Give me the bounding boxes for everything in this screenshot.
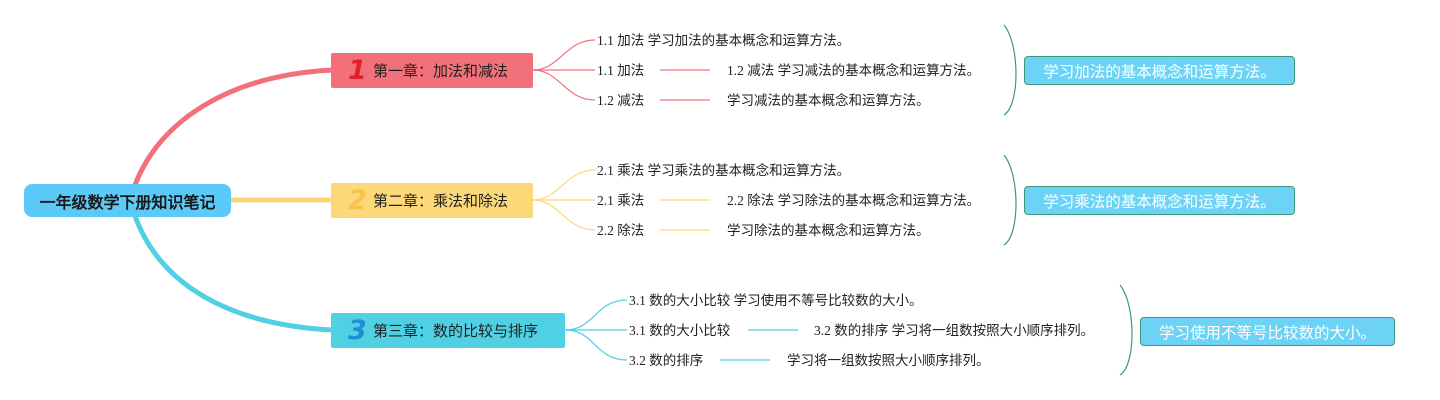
chapter-1-title: 第一章：加法和减法 (373, 63, 509, 80)
chapter-3-summary[interactable]: 学习使用不等号比较数的大小。 (1140, 317, 1395, 346)
chapter-1-summary[interactable]: 学习加法的基本概念和运算方法。 (1024, 56, 1295, 85)
chapter-2-item-5[interactable]: 学习除法的基本概念和运算方法。 (727, 223, 930, 238)
chapter-3-node[interactable]: 3 第三章：数的比较与排序 (331, 313, 565, 348)
chapter-3-title: 第三章：数的比较与排序 (373, 323, 539, 340)
branch-1 (132, 67, 334, 186)
chapter-3-item-3[interactable]: 3.2 数的排序 学习将一组数按照大小顺序排列。 (814, 323, 1095, 338)
chapter-2-title: 第二章：乘法和除法 (373, 193, 509, 210)
chapter-1-item-2[interactable]: 1.1 加法 (597, 63, 645, 78)
summary-brackets (1003, 24, 1133, 376)
chapter-1-item-1[interactable]: 1.1 加法 学习加法的基本概念和运算方法。 (597, 33, 851, 48)
chapter-2-summary[interactable]: 学习乘法的基本概念和运算方法。 (1024, 186, 1295, 215)
chapter-3-number: 3 (348, 315, 367, 346)
chapter-2-links (532, 169, 710, 231)
chapter-2-item-1[interactable]: 2.1 乘法 学习乘法的基本概念和运算方法。 (597, 163, 851, 178)
chapter-2-item-3[interactable]: 2.2 除法 学习除法的基本概念和运算方法。 (727, 193, 981, 208)
root-topic[interactable]: 一年级数学下册知识笔记 (24, 184, 231, 217)
branch-3 (132, 215, 334, 333)
root-title: 一年级数学下册知识笔记 (39, 194, 216, 212)
chapter-1-node[interactable]: 1 第一章：加法和减法 (331, 53, 533, 88)
chapter-2-item-2[interactable]: 2.1 乘法 (597, 193, 645, 208)
chapter-3-item-1[interactable]: 3.1 数的大小比较 学习使用不等号比较数的大小。 (629, 293, 923, 308)
chapter-2-node[interactable]: 2 第二章：乘法和除法 (331, 183, 533, 218)
chapter-3-item-4[interactable]: 3.2 数的排序 (629, 353, 704, 368)
chapter-2-item-4[interactable]: 2.2 除法 (597, 223, 645, 238)
chapter-1-item-5[interactable]: 学习减法的基本概念和运算方法。 (727, 93, 930, 108)
chapter-1-item-3[interactable]: 1.2 减法 学习减法的基本概念和运算方法。 (727, 63, 981, 78)
chapter-2-number: 2 (348, 185, 367, 216)
chapter-1-item-4[interactable]: 1.2 减法 (597, 93, 645, 108)
chapter-3-links (564, 299, 798, 361)
chapter-3-item-2[interactable]: 3.1 数的大小比较 (629, 323, 731, 338)
chapter-3-item-5[interactable]: 学习将一组数按照大小顺序排列。 (787, 353, 990, 368)
chapter-1-links (532, 39, 710, 101)
chapter-1-number: 1 (348, 55, 367, 86)
